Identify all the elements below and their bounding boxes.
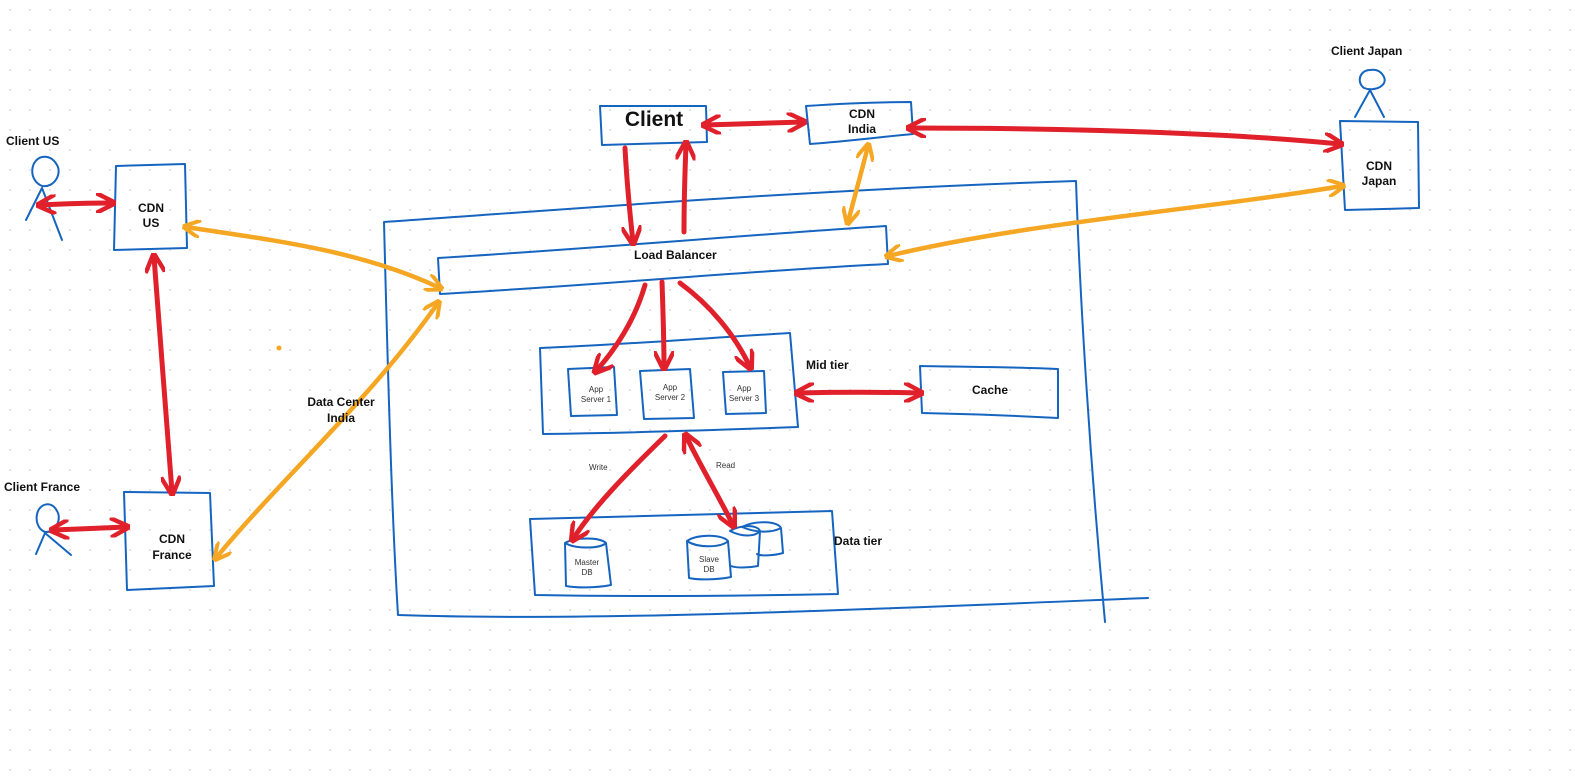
app-server-3-line-1: App [736, 384, 752, 393]
cdn-japan-line-2: Japan [1361, 174, 1397, 188]
arrow-lb-app-server-1 [596, 282, 648, 371]
write-edge-label: Write [589, 463, 608, 472]
arrow-lb-app-server-3 [677, 280, 750, 367]
cdn-japan-label[interactable]: CDN Japan [1342, 159, 1416, 189]
data-tier-label: Data tier [834, 534, 883, 548]
master-db-line-1: Master [574, 558, 600, 567]
cdn-india-line-2: India [847, 122, 876, 136]
datacenter-line-1: Data Center [307, 395, 375, 409]
arrow-cdn-india-cdn-japan [910, 128, 1340, 144]
slave-db-line-2: DB [703, 565, 715, 574]
datacenter-label: Data Center India [296, 394, 386, 426]
arrow-client-france-cdn-france [53, 527, 126, 530]
arrow-client-to-lb [625, 145, 633, 242]
arrow-mid-tier-cache [798, 392, 920, 393]
arrow-cdn-india-lb [848, 146, 868, 222]
cdn-us-line-1: CDN [138, 201, 164, 215]
mid-tier-label: Mid tier [806, 358, 849, 372]
slave-db-replica-2 [729, 525, 761, 569]
cdn-india-line-1: CDN [849, 107, 875, 121]
slave-db-cylinder [686, 534, 732, 581]
slave-db-replica-3 [741, 521, 784, 557]
cache-box [919, 365, 1059, 419]
app-server-3-label[interactable]: App Server 3 [718, 384, 770, 404]
datacenter-line-2: India [326, 411, 355, 425]
arrow-lb-to-client [684, 144, 686, 235]
cdn-us-line-2: US [142, 216, 160, 230]
app-server-3-line-2: Server 3 [728, 394, 760, 403]
client-us-person-icon [25, 155, 63, 241]
arrow-read-slave-db [686, 436, 733, 525]
arrow-write-master-db [573, 433, 668, 539]
app-server-2-label[interactable]: App Server 2 [644, 383, 696, 403]
data-tier-box [529, 510, 839, 598]
cdn-france-line-1: CDN [159, 532, 185, 546]
app-server-1-label[interactable]: App Server 1 [570, 385, 622, 405]
arrow-cdn-japan-lb [888, 186, 1342, 256]
slave-db-label[interactable]: Slave DB [686, 555, 732, 575]
client-france-label: Client France [4, 480, 81, 494]
read-edge-label: Read [716, 461, 736, 470]
stray-dot [276, 345, 282, 351]
master-db-label[interactable]: Master DB [564, 558, 610, 578]
arrow-client-us-cdn-us [40, 203, 112, 205]
client-label[interactable]: Client [624, 108, 684, 131]
client-japan-person-icon [1354, 68, 1386, 118]
app-server-1-line-1: App [588, 385, 604, 394]
load-balancer-label[interactable]: Load Balancer [634, 248, 717, 262]
arrow-lb-app-server-2 [662, 279, 664, 367]
load-balancer-box [437, 225, 889, 295]
client-us-label: Client US [6, 134, 60, 148]
app-server-2-line-2: Server 2 [654, 393, 686, 402]
cdn-us-label[interactable]: CDN US [116, 201, 186, 231]
mid-tier-box [539, 332, 799, 435]
app-server-2-line-1: App [662, 383, 678, 392]
cdn-france-line-2: France [152, 548, 192, 562]
master-db-line-2: DB [581, 568, 593, 577]
client-box [599, 105, 708, 146]
cache-label[interactable]: Cache [971, 383, 1009, 397]
cdn-japan-line-1: CDN [1366, 159, 1392, 173]
arrow-cdn-france-lb [216, 303, 438, 558]
slave-db-line-1: Slave [698, 555, 719, 564]
arrow-client-cdn-india [705, 122, 803, 125]
client-japan-label: Client Japan [1331, 44, 1403, 58]
cdn-india-label[interactable]: CDN India [820, 107, 904, 137]
arrow-cdn-us-lb [186, 227, 440, 288]
cdn-france-label[interactable]: CDN France [130, 531, 214, 563]
arrow-cdn-us-cdn-france [154, 257, 172, 492]
app-server-1-line-2: Server 1 [580, 395, 612, 404]
